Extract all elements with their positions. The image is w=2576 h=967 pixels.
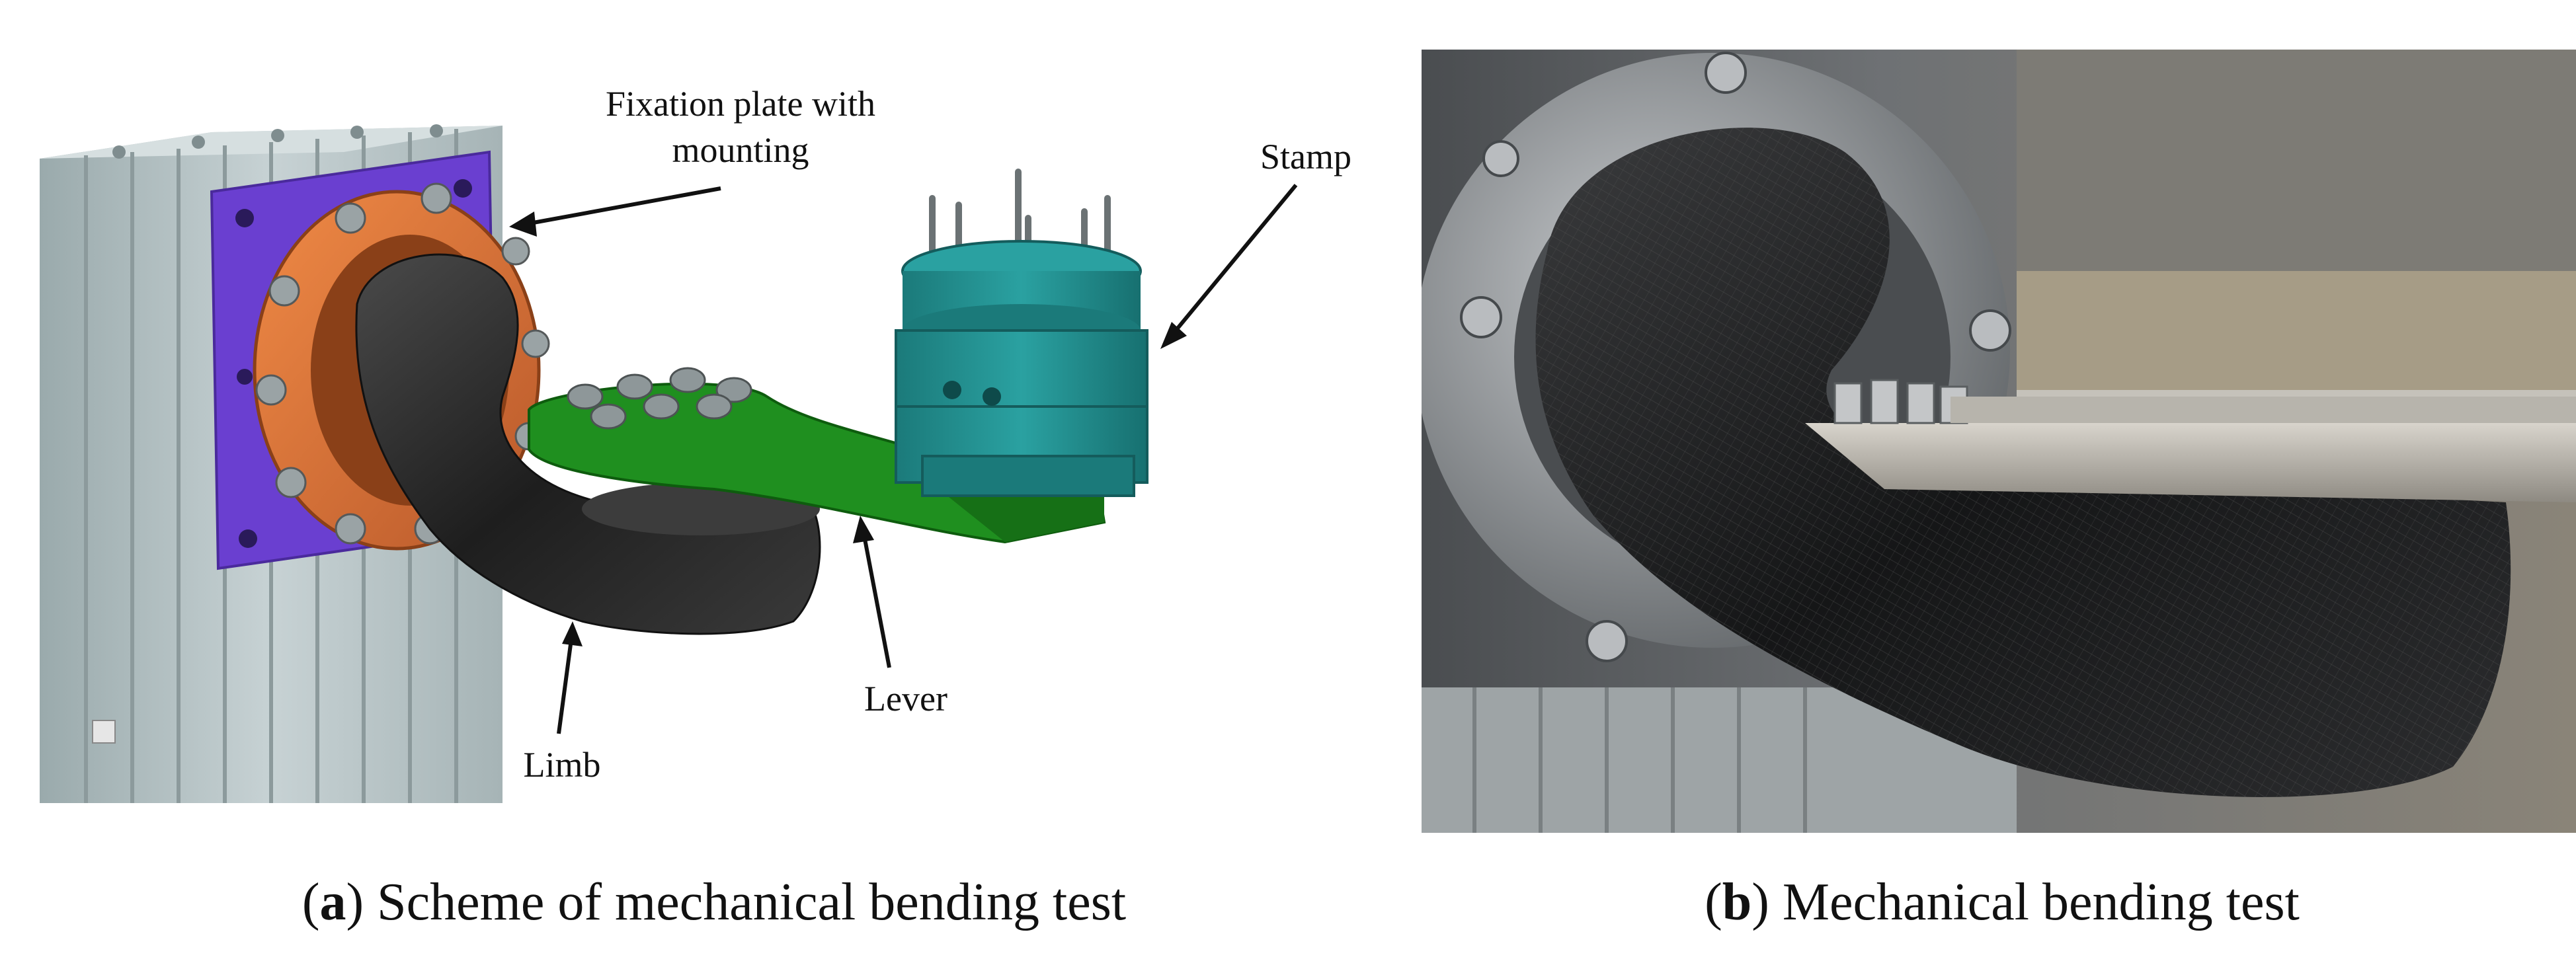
scheme-panel: Fixation plate with mounting Stamp Lever…	[40, 84, 1351, 803]
label-limb: Limb	[524, 745, 601, 785]
stamp	[895, 169, 1148, 497]
photo-panel	[1422, 0, 2576, 967]
caption-a-text: Scheme of mechanical bending test	[377, 873, 1127, 931]
lever-arrowhead	[853, 516, 874, 543]
annotation-arrows	[522, 184, 1298, 734]
lever-arrow	[861, 528, 891, 668]
caption-a-letter: a	[319, 873, 346, 931]
label-fixation-line1: Fixation plate with	[606, 84, 875, 124]
fixation-arrowhead	[509, 212, 537, 237]
fixation-arrow	[522, 186, 721, 227]
label-fixation-line2: mounting	[672, 130, 809, 170]
stamp-arrow	[1168, 184, 1298, 338]
label-lever: Lever	[864, 679, 947, 718]
limb-arrow	[557, 634, 574, 734]
caption-b: (b) Mechanical bending test	[1705, 873, 2300, 931]
limb-arrowhead	[562, 621, 583, 646]
caption-b-text: Mechanical bending test	[1782, 873, 2300, 931]
scheme-diagram: Fixation plate with mounting Stamp Lever…	[40, 84, 1351, 803]
caption-b-letter: b	[1722, 873, 1752, 931]
lever	[528, 367, 1106, 544]
stamp-arrowhead	[1160, 322, 1187, 349]
bending-test-photo	[1422, 50, 2576, 833]
label-stamp: Stamp	[1260, 137, 1351, 176]
caption-a: (a) Scheme of mechanical bending test	[302, 873, 1127, 931]
